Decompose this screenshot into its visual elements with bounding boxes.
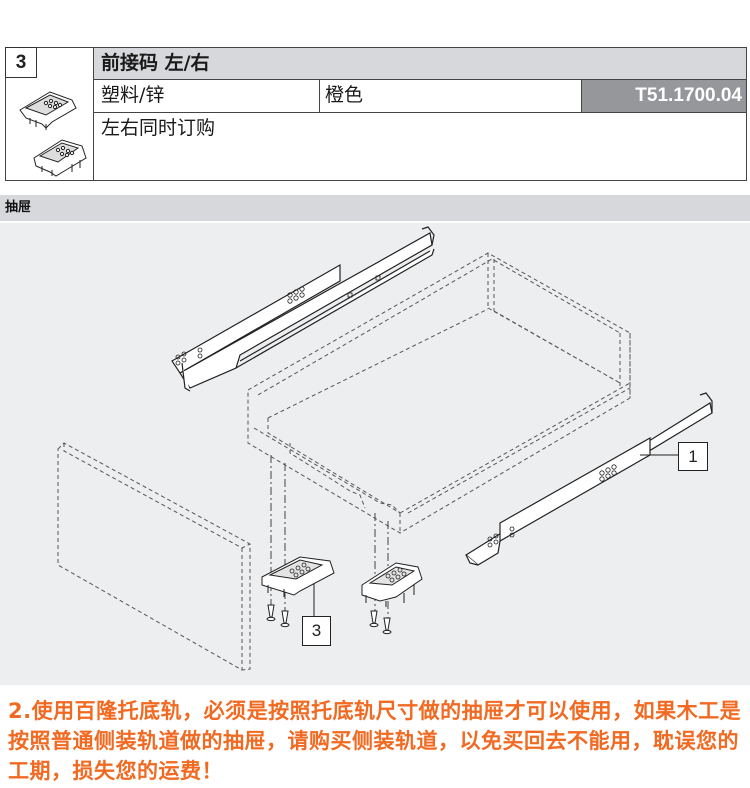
assembly-diagram: 1 3 [0,223,750,685]
drawer-front-outline [57,442,251,671]
section-header: 抽屉 [0,195,750,221]
drawer-box-outline [247,252,631,534]
color-value: 橙色 [320,80,582,113]
front-locking-device-left-icon [19,91,77,130]
product-thumbnail [5,47,94,181]
article-code: T51.1700.04 [582,80,747,113]
locking-device-right [361,562,423,607]
item-number-badge: 3 [5,47,37,78]
screws [266,604,392,635]
material-value: 塑料/锌 [94,80,320,113]
locking-device-left [261,556,335,616]
front-locking-device-right-icon [33,139,87,177]
callout-1: 1 [678,442,708,471]
callout-3: 3 [302,616,331,646]
runner-right [464,392,713,566]
runner-left [171,226,435,392]
purchase-notice: 2.使用百隆托底轨，必须是按照托底轨尺寸做的抽屉才可以使用，如果木工是按照普通侧… [8,699,742,783]
order-note: 左右同时订购 [94,113,747,181]
product-title: 前接码 左/右 [94,47,747,80]
product-spec-table: 3 前接码 左/右 塑料/锌 橙色 T51.1700.04 左右同时订购 [5,47,750,181]
